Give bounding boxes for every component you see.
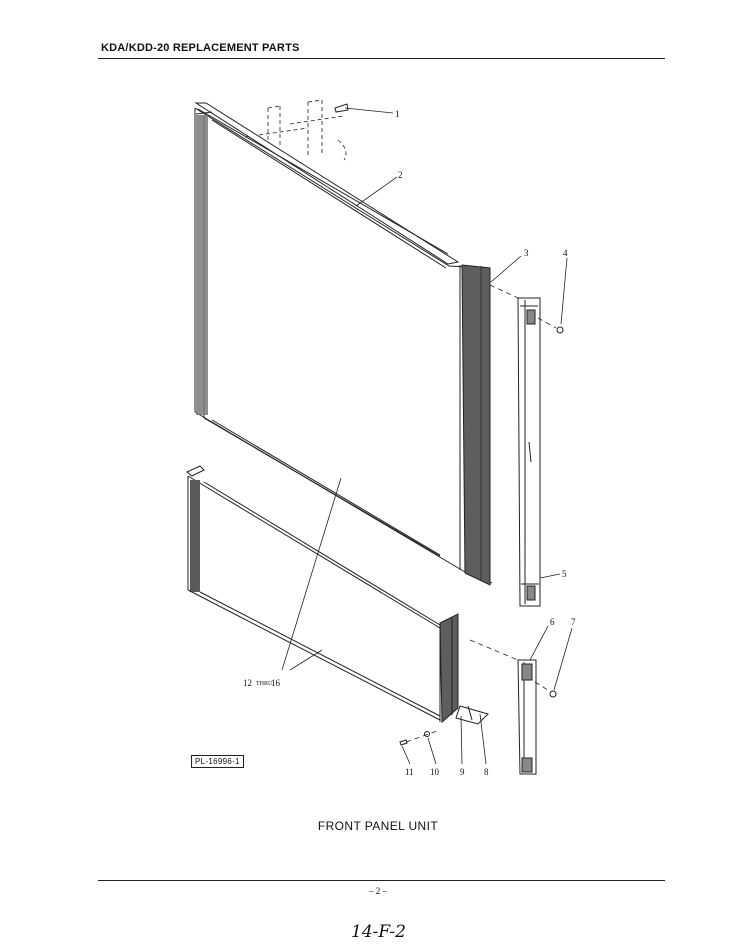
top-bracket-dashed <box>244 99 347 161</box>
screw-11 <box>399 739 408 746</box>
upper-trim-strip <box>517 297 541 607</box>
washer-10 <box>424 731 430 737</box>
callout-9: 9 <box>460 767 465 777</box>
screw-4 <box>556 326 564 334</box>
top-bracket <box>334 103 349 113</box>
lower-door-panel <box>186 465 489 725</box>
callout-2: 2 <box>398 170 403 180</box>
callout-12: 12 <box>243 678 252 688</box>
leader-lines <box>281 107 573 765</box>
callout-12-thru: THRU <box>256 681 273 687</box>
figure-caption: FRONT PANEL UNIT <box>317 819 439 833</box>
alignment-lines <box>405 284 557 743</box>
callout-6: 6 <box>550 617 555 627</box>
callout-10: 10 <box>430 767 440 777</box>
screw-7 <box>549 690 557 698</box>
callout-1: 1 <box>395 109 400 119</box>
lower-trim-strip <box>517 659 537 775</box>
callout-7: 7 <box>571 617 576 627</box>
page-number: – 2 – <box>369 886 387 896</box>
callout-8: 8 <box>484 767 489 777</box>
callout-16: 16 <box>271 678 281 688</box>
footer-divider <box>98 880 665 881</box>
callout-3: 3 <box>524 248 529 258</box>
upper-door-panel <box>194 102 493 586</box>
handwritten-note: 14-F-2 <box>351 922 406 942</box>
header-divider <box>98 58 665 59</box>
callout-4: 4 <box>563 248 568 258</box>
callout-11: 11 <box>405 767 414 777</box>
callout-5: 5 <box>562 569 567 579</box>
plate-number-box: PL-16996-1 <box>191 755 244 768</box>
page-header-title: KDA/KDD-20 REPLACEMENT PARTS <box>101 42 300 54</box>
